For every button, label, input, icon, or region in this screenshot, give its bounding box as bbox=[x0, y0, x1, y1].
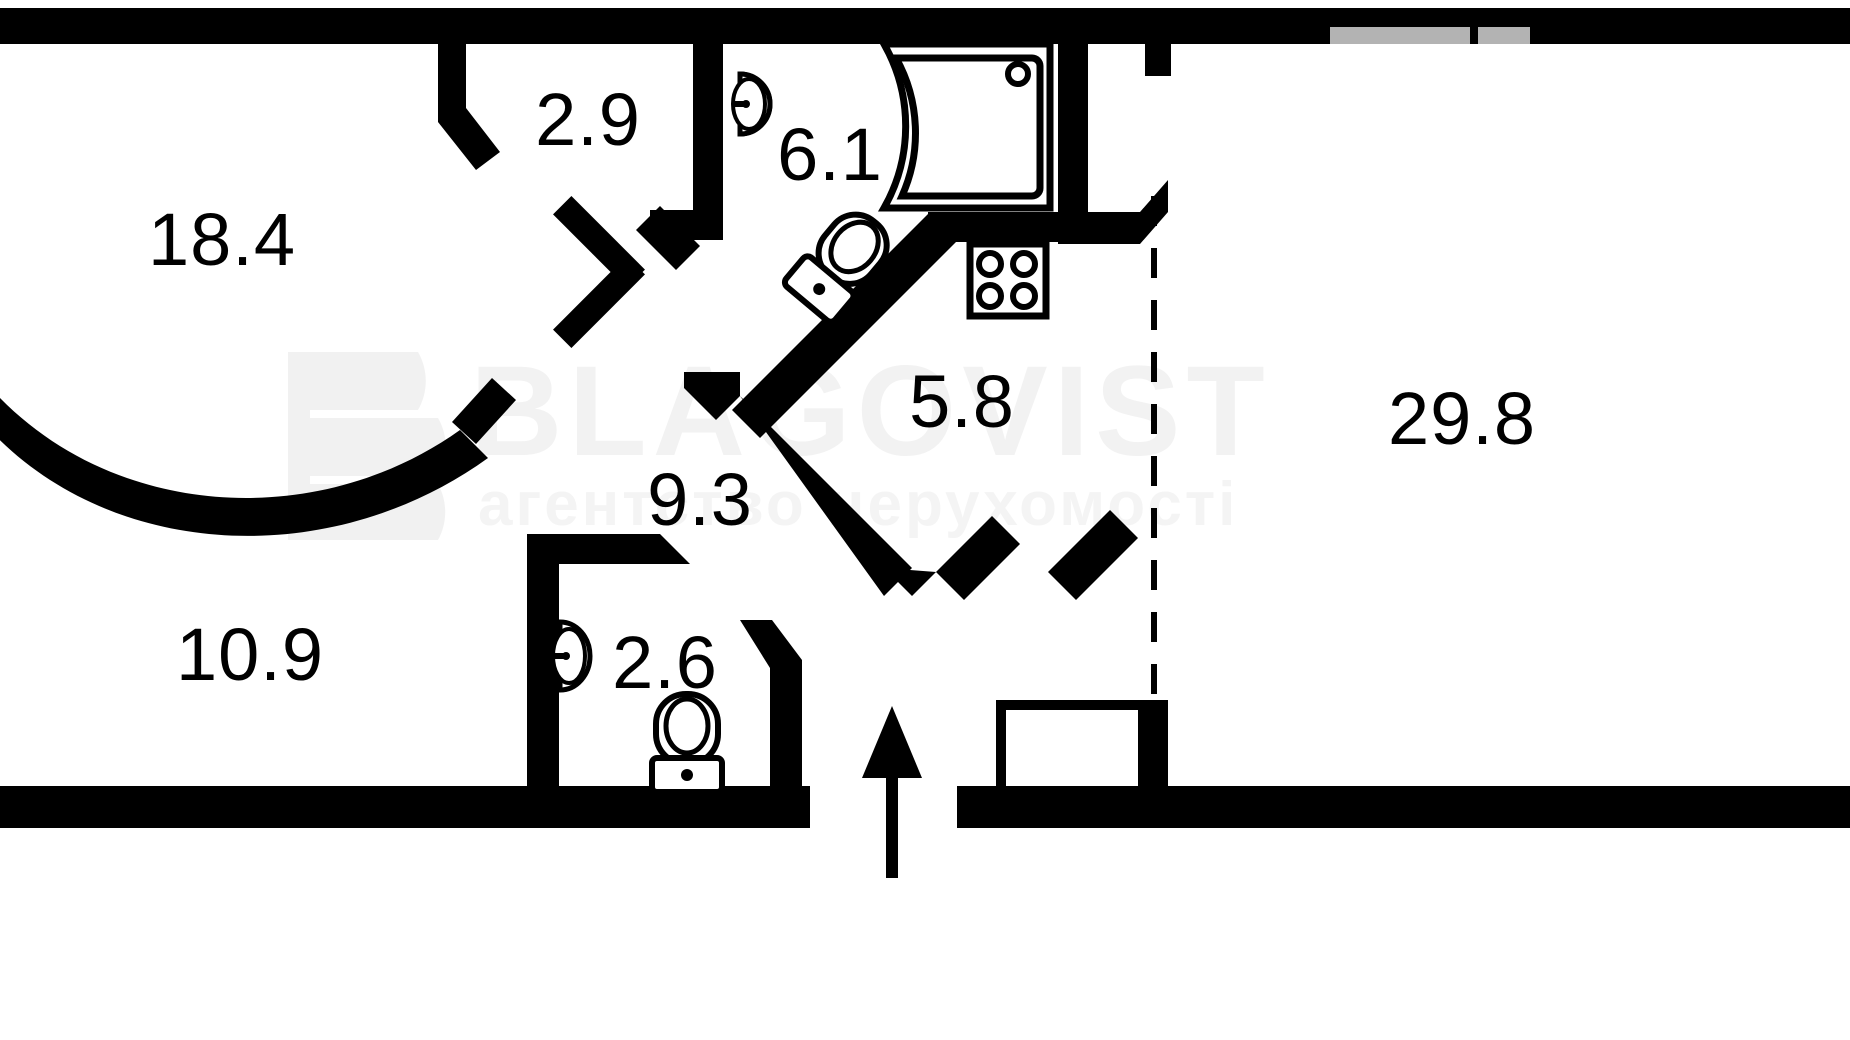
door-cross-marker bbox=[553, 196, 645, 348]
wall-bathroom-right bbox=[1058, 44, 1088, 216]
area-label-2-9: 2.9 bbox=[535, 78, 641, 161]
wall-wc-right-angled bbox=[740, 620, 802, 790]
watermark-brand: BLAGOVIST bbox=[470, 340, 1271, 483]
wall-node-bathroom-corner bbox=[928, 212, 1058, 242]
area-label-2-6: 2.6 bbox=[612, 621, 718, 704]
wall-corridor-bathroom-divider bbox=[693, 44, 723, 240]
area-label-6-1: 6.1 bbox=[777, 113, 883, 196]
bathroom-toilet-icon bbox=[781, 211, 890, 325]
wall-exterior-top bbox=[0, 8, 1850, 44]
area-label-5-8: 5.8 bbox=[909, 360, 1015, 443]
wall-stub-top-right bbox=[1145, 44, 1171, 76]
wall-entry-partition-vertical bbox=[1138, 700, 1168, 792]
wall-exterior-bottom-right bbox=[957, 786, 1850, 828]
wall-hall-left-chevron bbox=[684, 372, 740, 420]
wall-wc-top bbox=[527, 534, 690, 564]
wall-curve-end-stub bbox=[452, 378, 516, 444]
wall-diagonal-bathroom-hall bbox=[732, 212, 958, 438]
area-label-10-9: 10.9 bbox=[176, 613, 324, 696]
wall-entry-partition-left-leg bbox=[996, 700, 1006, 792]
area-label-9-3: 9.3 bbox=[647, 458, 753, 541]
wall-kitchen-top-slope bbox=[1058, 180, 1168, 244]
walls-group bbox=[0, 8, 1850, 828]
window-top-right bbox=[1478, 27, 1530, 44]
wall-corridor-angled-left bbox=[438, 44, 500, 170]
window-top-left bbox=[1330, 27, 1470, 44]
wall-diagonal-hall-lower bbox=[740, 396, 912, 596]
bathtub-drain-icon bbox=[1005, 61, 1031, 87]
area-labels-group: 18.4 2.9 6.1 29.8 5.8 9.3 10.9 2.6 bbox=[148, 78, 1536, 704]
corner-bathtub-icon bbox=[877, 40, 1054, 212]
bathroom-sink-icon bbox=[731, 71, 773, 137]
area-label-29-8: 29.8 bbox=[1388, 377, 1536, 460]
wc-toilet-icon bbox=[649, 691, 725, 795]
wc-sink-icon bbox=[551, 619, 593, 693]
wall-entry-partition-horizontal bbox=[996, 700, 1144, 710]
wall-curved-bay bbox=[0, 398, 488, 536]
wall-kitchen-zigzag bbox=[884, 510, 1138, 600]
wall-diagonal-to-stub bbox=[636, 206, 700, 270]
entrance-arrow-icon bbox=[862, 706, 922, 878]
fixtures-group bbox=[551, 40, 1054, 795]
area-label-18-4: 18.4 bbox=[148, 198, 296, 281]
stove-icon bbox=[966, 240, 1050, 320]
